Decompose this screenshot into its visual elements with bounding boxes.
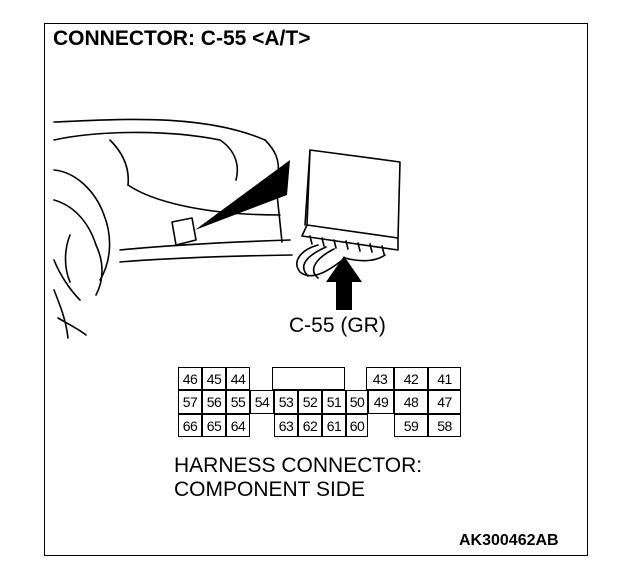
- pin-cell: 47: [428, 390, 461, 414]
- pin-cell: 63: [274, 414, 298, 437]
- pin-cell: 54: [250, 390, 274, 414]
- pin-cell: 49: [368, 390, 394, 414]
- diagram-title: CONNECTOR: C-55 <A/T>: [53, 27, 311, 50]
- diagram-frame: [44, 23, 588, 556]
- pin-cell: 64: [226, 414, 250, 437]
- caption-line-1: HARNESS CONNECTOR:: [174, 454, 423, 477]
- pin-cell: 41: [428, 367, 461, 390]
- pin-cell: 44: [226, 367, 250, 390]
- pin-cell: 56: [202, 390, 226, 414]
- pin-cell: 51: [322, 390, 346, 414]
- pin-cell: 48: [394, 390, 428, 414]
- pin-cell: 59: [394, 414, 428, 437]
- leader-wedge: [195, 160, 290, 230]
- pin-cell: 50: [346, 390, 368, 414]
- connector-location-marker: [171, 217, 197, 246]
- pin-cell: 55: [226, 390, 250, 414]
- arrow-up-icon: [326, 256, 362, 310]
- pin-cell: 65: [202, 414, 226, 437]
- caption-line-2: COMPONENT SIDE: [174, 478, 365, 501]
- connector-label: C-55 (GR): [289, 314, 386, 337]
- pin-cell: 57: [178, 390, 202, 414]
- pin-cell: 53: [274, 390, 298, 414]
- pin-cell: 52: [298, 390, 322, 414]
- pin-cell: 60: [346, 414, 368, 437]
- pin-cell: 58: [428, 414, 461, 437]
- pin-cell: 42: [394, 367, 428, 390]
- pin-cell: 66: [178, 414, 202, 437]
- pin-cell: 46: [178, 367, 202, 390]
- pin-cell: 45: [202, 367, 226, 390]
- pin-cell: 62: [298, 414, 322, 437]
- connector-key: [272, 367, 345, 390]
- pin-cell: 61: [322, 414, 346, 437]
- dashboard-top-edge: [53, 118, 266, 141]
- figure-code: AK300462AB: [459, 532, 559, 549]
- control-unit-body: [306, 149, 401, 239]
- pin-cell: 43: [366, 367, 394, 390]
